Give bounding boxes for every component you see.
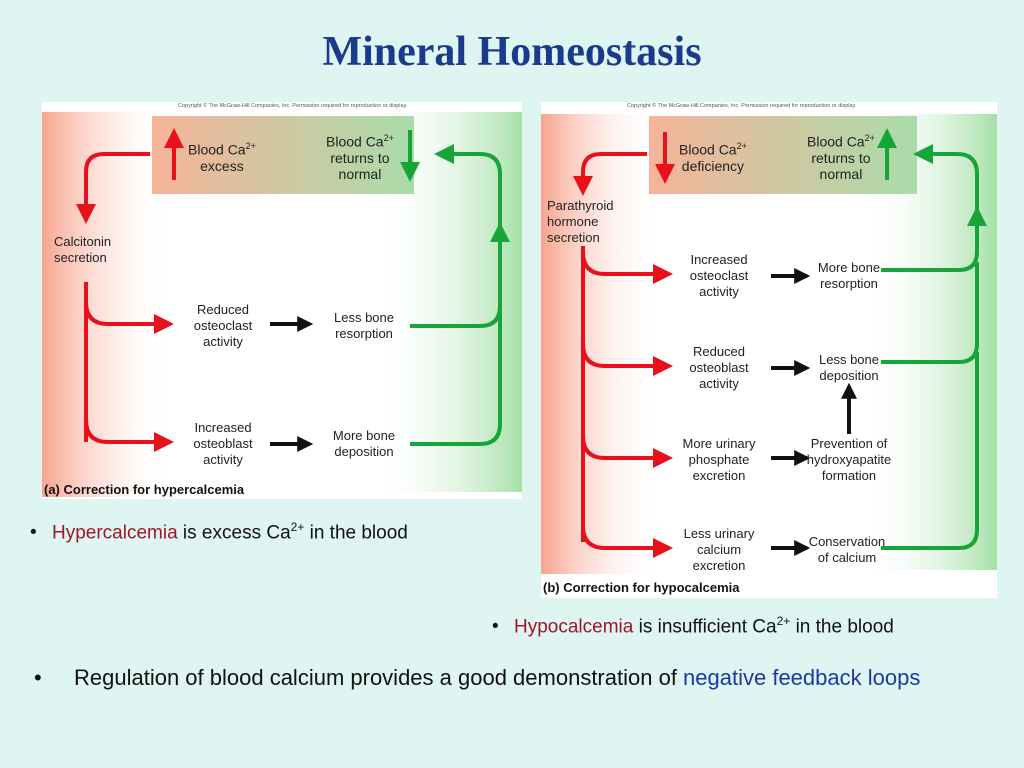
copyright-notice: Copyright © The McGraw-Hill Companies, I… <box>627 103 857 109</box>
blood-ca-normal-label: Blood Ca2+ returns to normal <box>326 133 394 182</box>
bullet-dot: • <box>34 665 42 690</box>
reduced-osteoclast-activity: Reduced osteoclast activity <box>193 302 253 349</box>
parathyroid-hormone-secretion: Parathyroid hormone secretion <box>547 198 614 245</box>
bullet-dot: • <box>30 522 37 544</box>
blood-ca-normal-label: Blood Ca2+ returns to normal <box>807 133 875 182</box>
more-urinary-phosphate-excretion: More urinary phosphate excretion <box>682 436 756 483</box>
hypercalcemia-term: Hypercalcemia <box>52 522 178 544</box>
more-bone-resorption: More bone resorption <box>817 260 881 291</box>
calcitonin-secretion: Calcitonin secretion <box>54 234 112 265</box>
hypocalcemia-bullet: •Hypocalcemia is insufficient Ca2+ in th… <box>492 614 894 638</box>
less-bone-deposition: Less bone deposition <box>819 352 879 383</box>
less-bone-resorption: Less bone resorption <box>334 310 394 341</box>
hypercalcemia-diagram-graphics <box>42 112 522 497</box>
hypercalcemia-diagram: Copyright © The McGraw-Hill Companies, I… <box>42 102 522 499</box>
hypercalcemia-bullet: •Hypercalcemia is excess Ca2+ in the blo… <box>30 520 408 544</box>
bullet-dot: • <box>492 616 499 638</box>
panel-a-caption: (a) Correction for hypercalcemia <box>44 482 245 497</box>
increased-osteoclast-activity: Increased osteoclast activity <box>689 252 749 299</box>
negative-feedback-term: negative feedback loops <box>683 665 921 690</box>
hypocalcemia-diagram-graphics <box>541 114 997 574</box>
copyright-notice: Copyright © The McGraw-Hill Companies, I… <box>178 103 408 109</box>
blood-ca-excess-label: Blood Ca2+ excess <box>188 141 256 174</box>
increased-osteoblast-activity: Increased osteoblast activity <box>193 420 253 467</box>
prevention-of-hydroxyapatite-formation: Prevention of hydroxyapatite formation <box>806 436 892 483</box>
blood-ca-deficiency-label: Blood Ca2+ deficiency <box>679 141 747 174</box>
more-bone-deposition: More bone deposition <box>332 428 396 459</box>
reduced-osteoblast-activity: Reduced osteoblast activity <box>689 344 749 391</box>
negative-feedback-text: Regulation of blood calcium provides a g… <box>74 665 921 690</box>
conservation-of-calcium: Conservation of calcium <box>808 534 886 565</box>
page-title: Mineral Homeostasis <box>322 29 702 75</box>
less-urinary-calcium-excretion: Less urinary calcium excretion <box>683 526 755 573</box>
hypocalcemia-term: Hypocalcemia <box>514 616 634 638</box>
panel-b-caption: (b) Correction for hypocalcemia <box>543 580 740 595</box>
hypocalcemia-diagram: Copyright © The McGraw-Hill Companies, I… <box>541 102 997 598</box>
